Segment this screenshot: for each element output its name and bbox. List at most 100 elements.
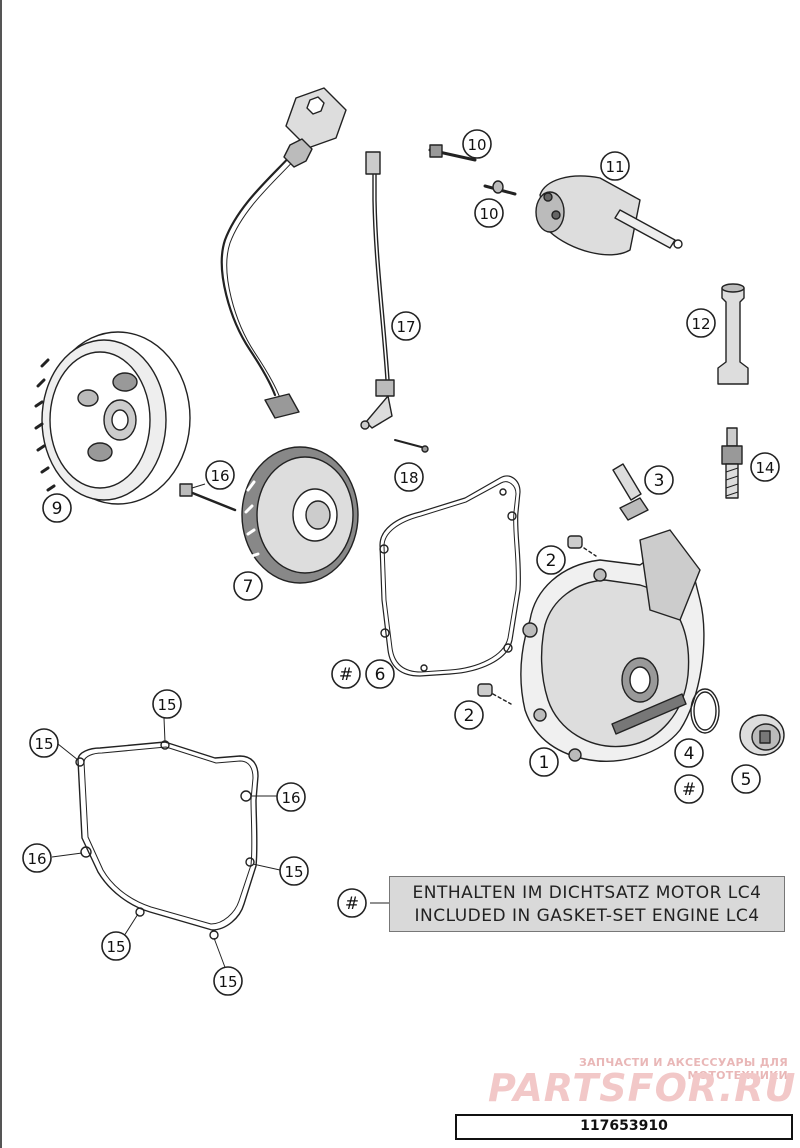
callout-3: 3 xyxy=(644,465,674,495)
callout-circle xyxy=(536,545,566,575)
callout-circle xyxy=(750,452,780,482)
o-ring xyxy=(690,688,720,734)
callout-label: 2 xyxy=(546,551,557,571)
legend-text-english: INCLUDED IN GASKET-SET ENGINE LC4 xyxy=(414,906,760,926)
callout-legend-hash: # xyxy=(337,888,367,918)
callout-4: 4 xyxy=(674,738,704,768)
callout-4-hash: # xyxy=(674,774,704,804)
watermark-tagline: ЗАПЧАСТИ И АКСЕССУАРЫ ДЛЯ МОТОТЕХНИКИ xyxy=(578,1056,788,1082)
callout-circle xyxy=(674,774,704,804)
callout-circle xyxy=(279,856,309,886)
callout-7: 7 xyxy=(233,571,263,601)
callout-label: 15 xyxy=(218,973,237,991)
callout-2-upper: 2 xyxy=(536,545,566,575)
callout-label: 7 xyxy=(243,577,254,597)
callout-12: 12 xyxy=(686,308,716,338)
callout-label: 9 xyxy=(52,499,63,519)
callout-label: 16 xyxy=(27,850,46,868)
spark-plug-connector xyxy=(717,283,749,385)
callout-1: 1 xyxy=(529,747,559,777)
callout-6-hash: # xyxy=(331,659,361,689)
callout-label: 3 xyxy=(654,471,665,491)
page-border-left xyxy=(0,0,2,1148)
callout-circle xyxy=(600,151,630,181)
flywheel-rotor xyxy=(34,331,191,505)
callout-circle xyxy=(29,728,59,758)
callout-17: 17 xyxy=(391,311,421,341)
callout-16-right-top: 16 xyxy=(276,782,306,812)
screw-plug xyxy=(739,714,785,756)
cover-gasket-upper xyxy=(379,475,521,677)
callout-label: 15 xyxy=(106,938,125,956)
callout-circle xyxy=(42,493,72,523)
callout-15-top: 15 xyxy=(152,689,182,719)
stator-assembly xyxy=(179,87,359,584)
callout-circle xyxy=(529,747,559,777)
callout-5: 5 xyxy=(731,764,761,794)
callout-circle xyxy=(152,689,182,719)
callout-label: 16 xyxy=(281,789,300,807)
callout-label: # xyxy=(345,894,359,914)
callout-circle xyxy=(462,129,492,159)
dowel-pins xyxy=(477,535,597,705)
callout-15-bottom-left: 15 xyxy=(101,931,131,961)
callout-label: 6 xyxy=(375,665,386,685)
spark-plug xyxy=(721,427,743,499)
callout-14: 14 xyxy=(750,452,780,482)
callout-label: 5 xyxy=(741,770,752,790)
callout-10-upper: 10 xyxy=(462,129,492,159)
callout-label: # xyxy=(339,665,353,685)
callout-18: 18 xyxy=(394,462,424,492)
callout-label: 15 xyxy=(284,863,303,881)
callout-circle xyxy=(213,966,243,996)
callout-label: 15 xyxy=(34,735,53,753)
callout-label: 15 xyxy=(157,696,176,714)
document-number: 117653910 xyxy=(580,1118,668,1134)
callout-label: 10 xyxy=(479,205,498,223)
callout-label: 2 xyxy=(464,706,475,726)
starter-motor-assembly xyxy=(428,144,683,256)
callout-16-left: 16 xyxy=(22,843,52,873)
callout-label: 1 xyxy=(539,753,550,773)
callout-15-bottom: 15 xyxy=(213,966,243,996)
callout-circle xyxy=(474,198,504,228)
callout-circle xyxy=(391,311,421,341)
callout-circle xyxy=(205,460,235,490)
callout-10-lower: 10 xyxy=(474,198,504,228)
pickup-sensor-assembly xyxy=(360,151,429,453)
document-number-box: 117653910 xyxy=(455,1114,793,1140)
callout-label: 17 xyxy=(396,318,415,336)
callout-circle xyxy=(365,659,395,689)
callout-circle xyxy=(686,308,716,338)
callout-label: 14 xyxy=(755,459,774,477)
callout-circle xyxy=(644,465,674,495)
callout-circle xyxy=(394,462,424,492)
callout-2-lower: 2 xyxy=(454,700,484,730)
callout-circle xyxy=(276,782,306,812)
cover-gasket-lower xyxy=(75,740,259,940)
ignition-cover xyxy=(520,529,705,762)
callout-circle xyxy=(233,571,263,601)
callout-label: 10 xyxy=(467,136,486,154)
callout-15-right: 15 xyxy=(279,856,309,886)
callout-label: 11 xyxy=(605,158,624,176)
callout-circle xyxy=(674,738,704,768)
cable-bracket xyxy=(612,463,649,521)
callout-label: 18 xyxy=(399,469,418,487)
callout-15-left-top: 15 xyxy=(29,728,59,758)
callout-label: 16 xyxy=(210,467,229,485)
callout-label: 12 xyxy=(691,315,710,333)
callout-circle xyxy=(101,931,131,961)
callout-circle xyxy=(454,700,484,730)
callout-label: # xyxy=(682,780,696,800)
watermark-logo: PARTSFOR.RU xyxy=(488,1066,797,1110)
callout-circle xyxy=(337,888,367,918)
callout-label: 4 xyxy=(684,744,695,764)
callout-16-stator-bolt: 16 xyxy=(205,460,235,490)
callout-6: 6 xyxy=(365,659,395,689)
legend-text-german: ENTHALTEN IM DICHTSATZ MOTOR LC4 xyxy=(412,883,762,903)
gasket-set-legend: ENTHALTEN IM DICHTSATZ MOTOR LC4 INCLUDE… xyxy=(389,876,785,932)
callout-circle xyxy=(331,659,361,689)
